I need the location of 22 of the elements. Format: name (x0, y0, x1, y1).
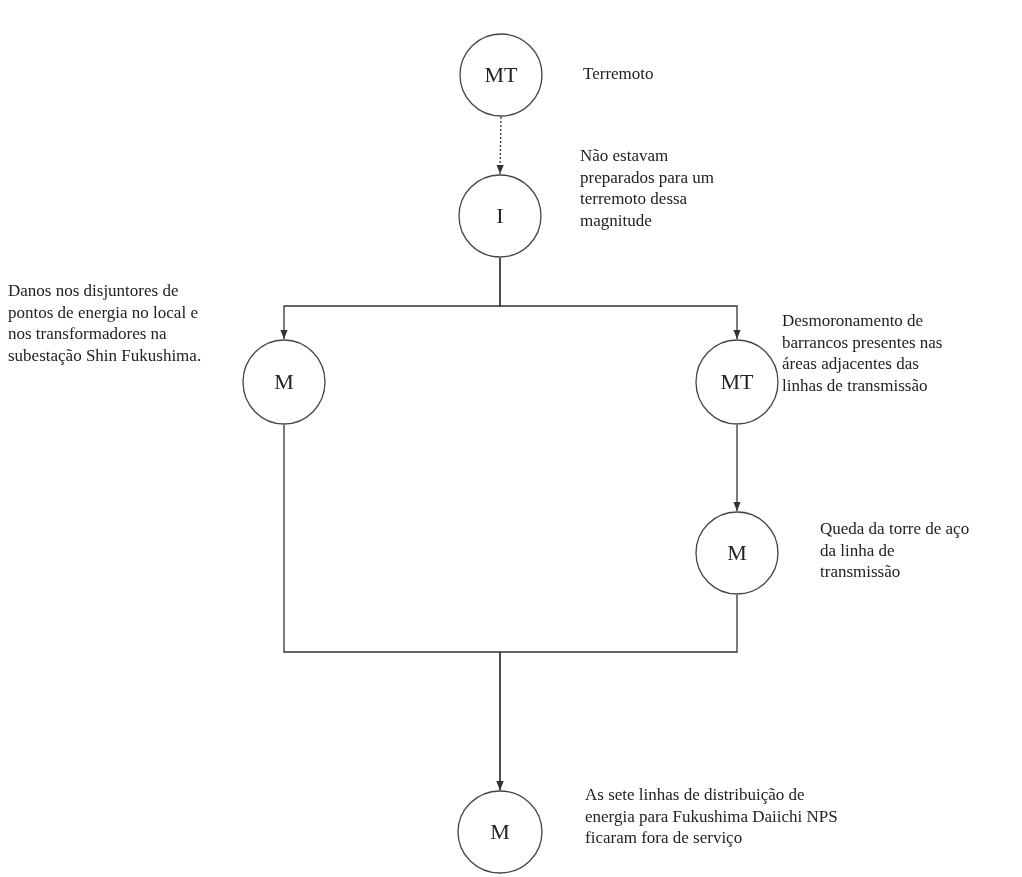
event-description: Queda da torre de aço da linha de transmissão (820, 518, 970, 583)
event-description: As sete linhas de distribuição de energia para Fukushima Daiichi NPS ficaram fora de serviço (585, 784, 839, 849)
event-circle (695, 339, 779, 425)
event-code: MT (483, 62, 519, 88)
event-description: Danos nos disjuntores de pontos de energia no local e nos transformadores na subestação Shin Fukushima. (8, 280, 203, 366)
event-circle (458, 174, 542, 258)
event-description: Desmoronamento de barrancos presentes nas áreas adjacentes das linhas de transmissão (782, 310, 944, 396)
event-circle (695, 511, 779, 595)
event-code: M (273, 369, 295, 395)
dashed-arrow (496, 116, 504, 175)
event-circle (459, 33, 543, 117)
arrow (499, 257, 741, 340)
event-circle (457, 790, 543, 874)
event-circle (242, 339, 326, 425)
event-code: I (495, 203, 505, 229)
event-description: Terremoto (583, 63, 655, 85)
event-code: M (489, 819, 511, 845)
event-description: Não estavam preparados para um terremoto dessa magnitude (580, 145, 716, 231)
event-code: MT (719, 369, 755, 395)
arrow (496, 594, 738, 791)
arrow (733, 424, 741, 512)
event-code: M (726, 540, 748, 566)
